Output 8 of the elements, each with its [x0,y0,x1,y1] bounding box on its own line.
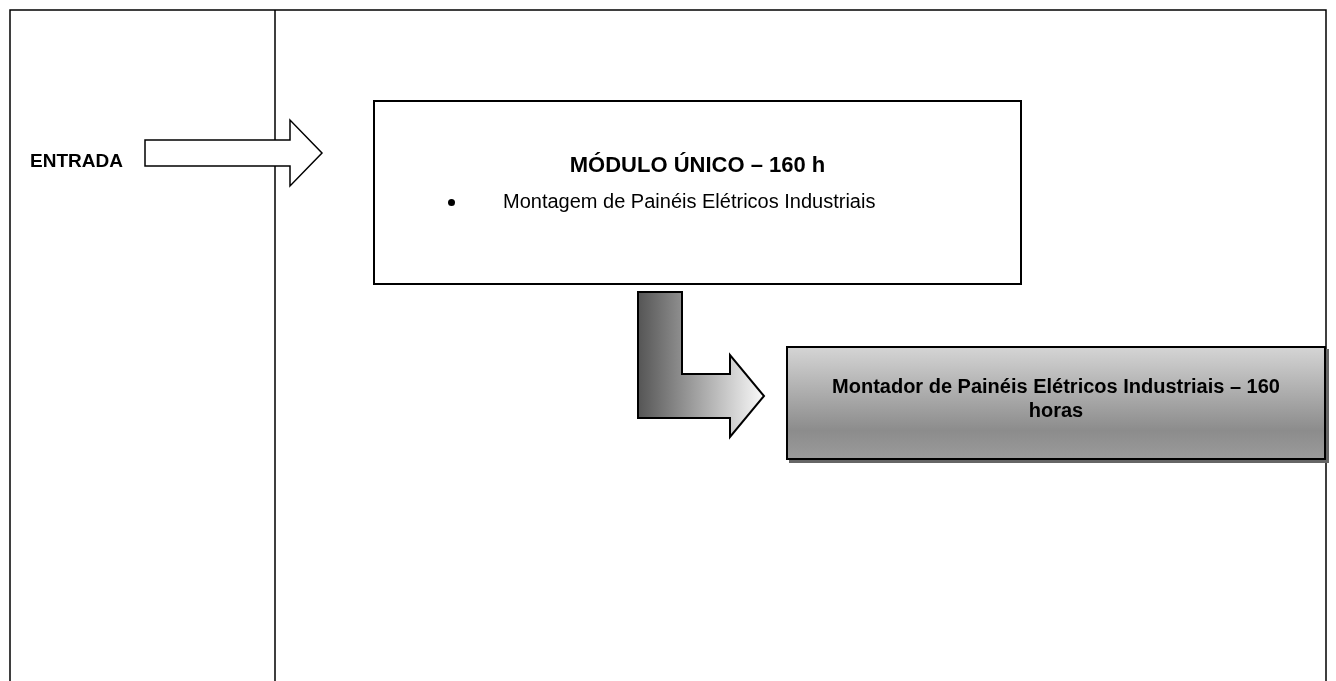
block-arrow [144,118,324,188]
bullet-item: Montagem de Painéis Elétricos Industriais [503,190,876,213]
module-box [373,100,1022,285]
outcome-box [786,346,1326,460]
entry-label: ENTRADA [30,150,140,176]
outcome-text: Montador de Painéis Elétricos Industriais – 160 horas [831,374,1281,422]
module-title: MÓDULO ÚNICO – 160 h [568,152,827,178]
block-arrow [637,291,766,440]
